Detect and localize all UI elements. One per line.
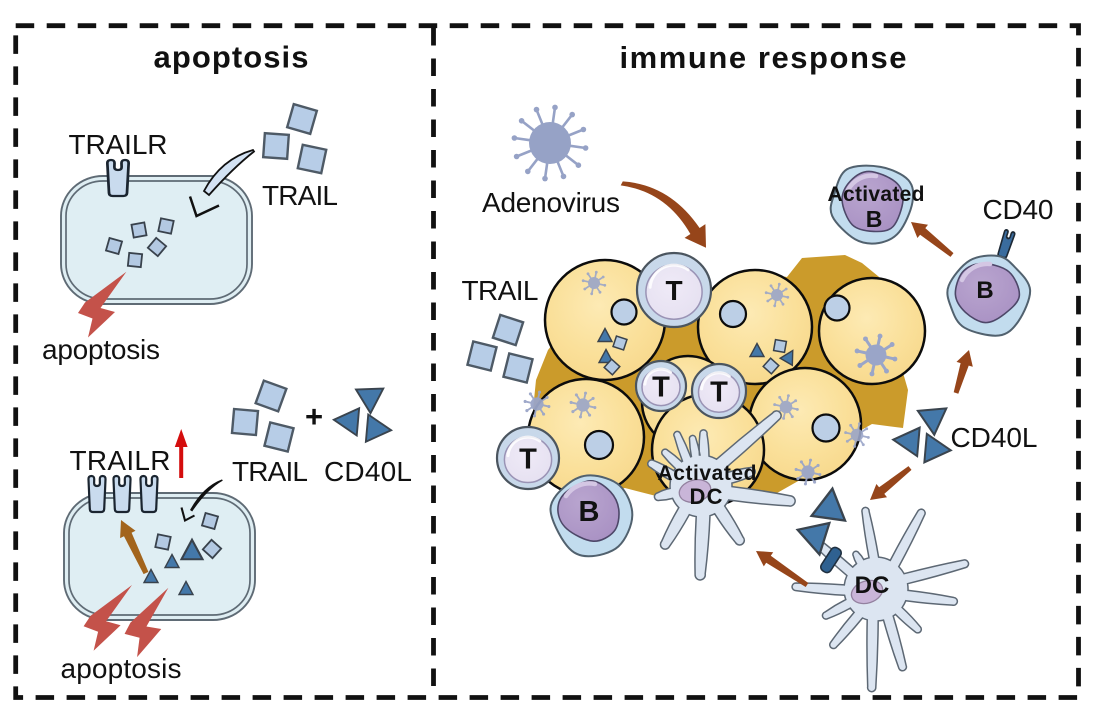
svg-text:TRAILR: TRAILR bbox=[69, 129, 168, 160]
svg-text:DC: DC bbox=[690, 484, 723, 509]
svg-text:TRAIL: TRAIL bbox=[262, 180, 338, 211]
svg-text:immune response: immune response bbox=[620, 40, 907, 75]
svg-text:B: B bbox=[866, 206, 883, 232]
svg-text:T: T bbox=[665, 275, 682, 306]
svg-text:T: T bbox=[710, 376, 728, 408]
svg-text:CD40L: CD40L bbox=[951, 422, 1038, 453]
svg-text:TRAIL: TRAIL bbox=[232, 456, 308, 487]
svg-text:CD40L: CD40L bbox=[324, 456, 412, 487]
svg-text:apoptosis: apoptosis bbox=[42, 334, 160, 365]
svg-text:apoptosis: apoptosis bbox=[61, 653, 182, 684]
svg-text:Activated: Activated bbox=[658, 462, 757, 485]
svg-text:TRAIL: TRAIL bbox=[462, 275, 539, 306]
svg-text:+: + bbox=[305, 399, 323, 434]
svg-text:B: B bbox=[976, 277, 993, 304]
svg-text:CD40: CD40 bbox=[983, 194, 1054, 225]
svg-text:T: T bbox=[519, 443, 537, 475]
svg-text:T: T bbox=[652, 371, 670, 403]
svg-text:Adenovirus: Adenovirus bbox=[482, 187, 620, 218]
svg-text:apoptosis: apoptosis bbox=[154, 40, 309, 75]
svg-text:TRAILR: TRAILR bbox=[70, 445, 171, 476]
svg-text:Activated: Activated bbox=[828, 183, 925, 206]
svg-text:DC: DC bbox=[855, 572, 890, 599]
svg-text:B: B bbox=[579, 496, 600, 528]
